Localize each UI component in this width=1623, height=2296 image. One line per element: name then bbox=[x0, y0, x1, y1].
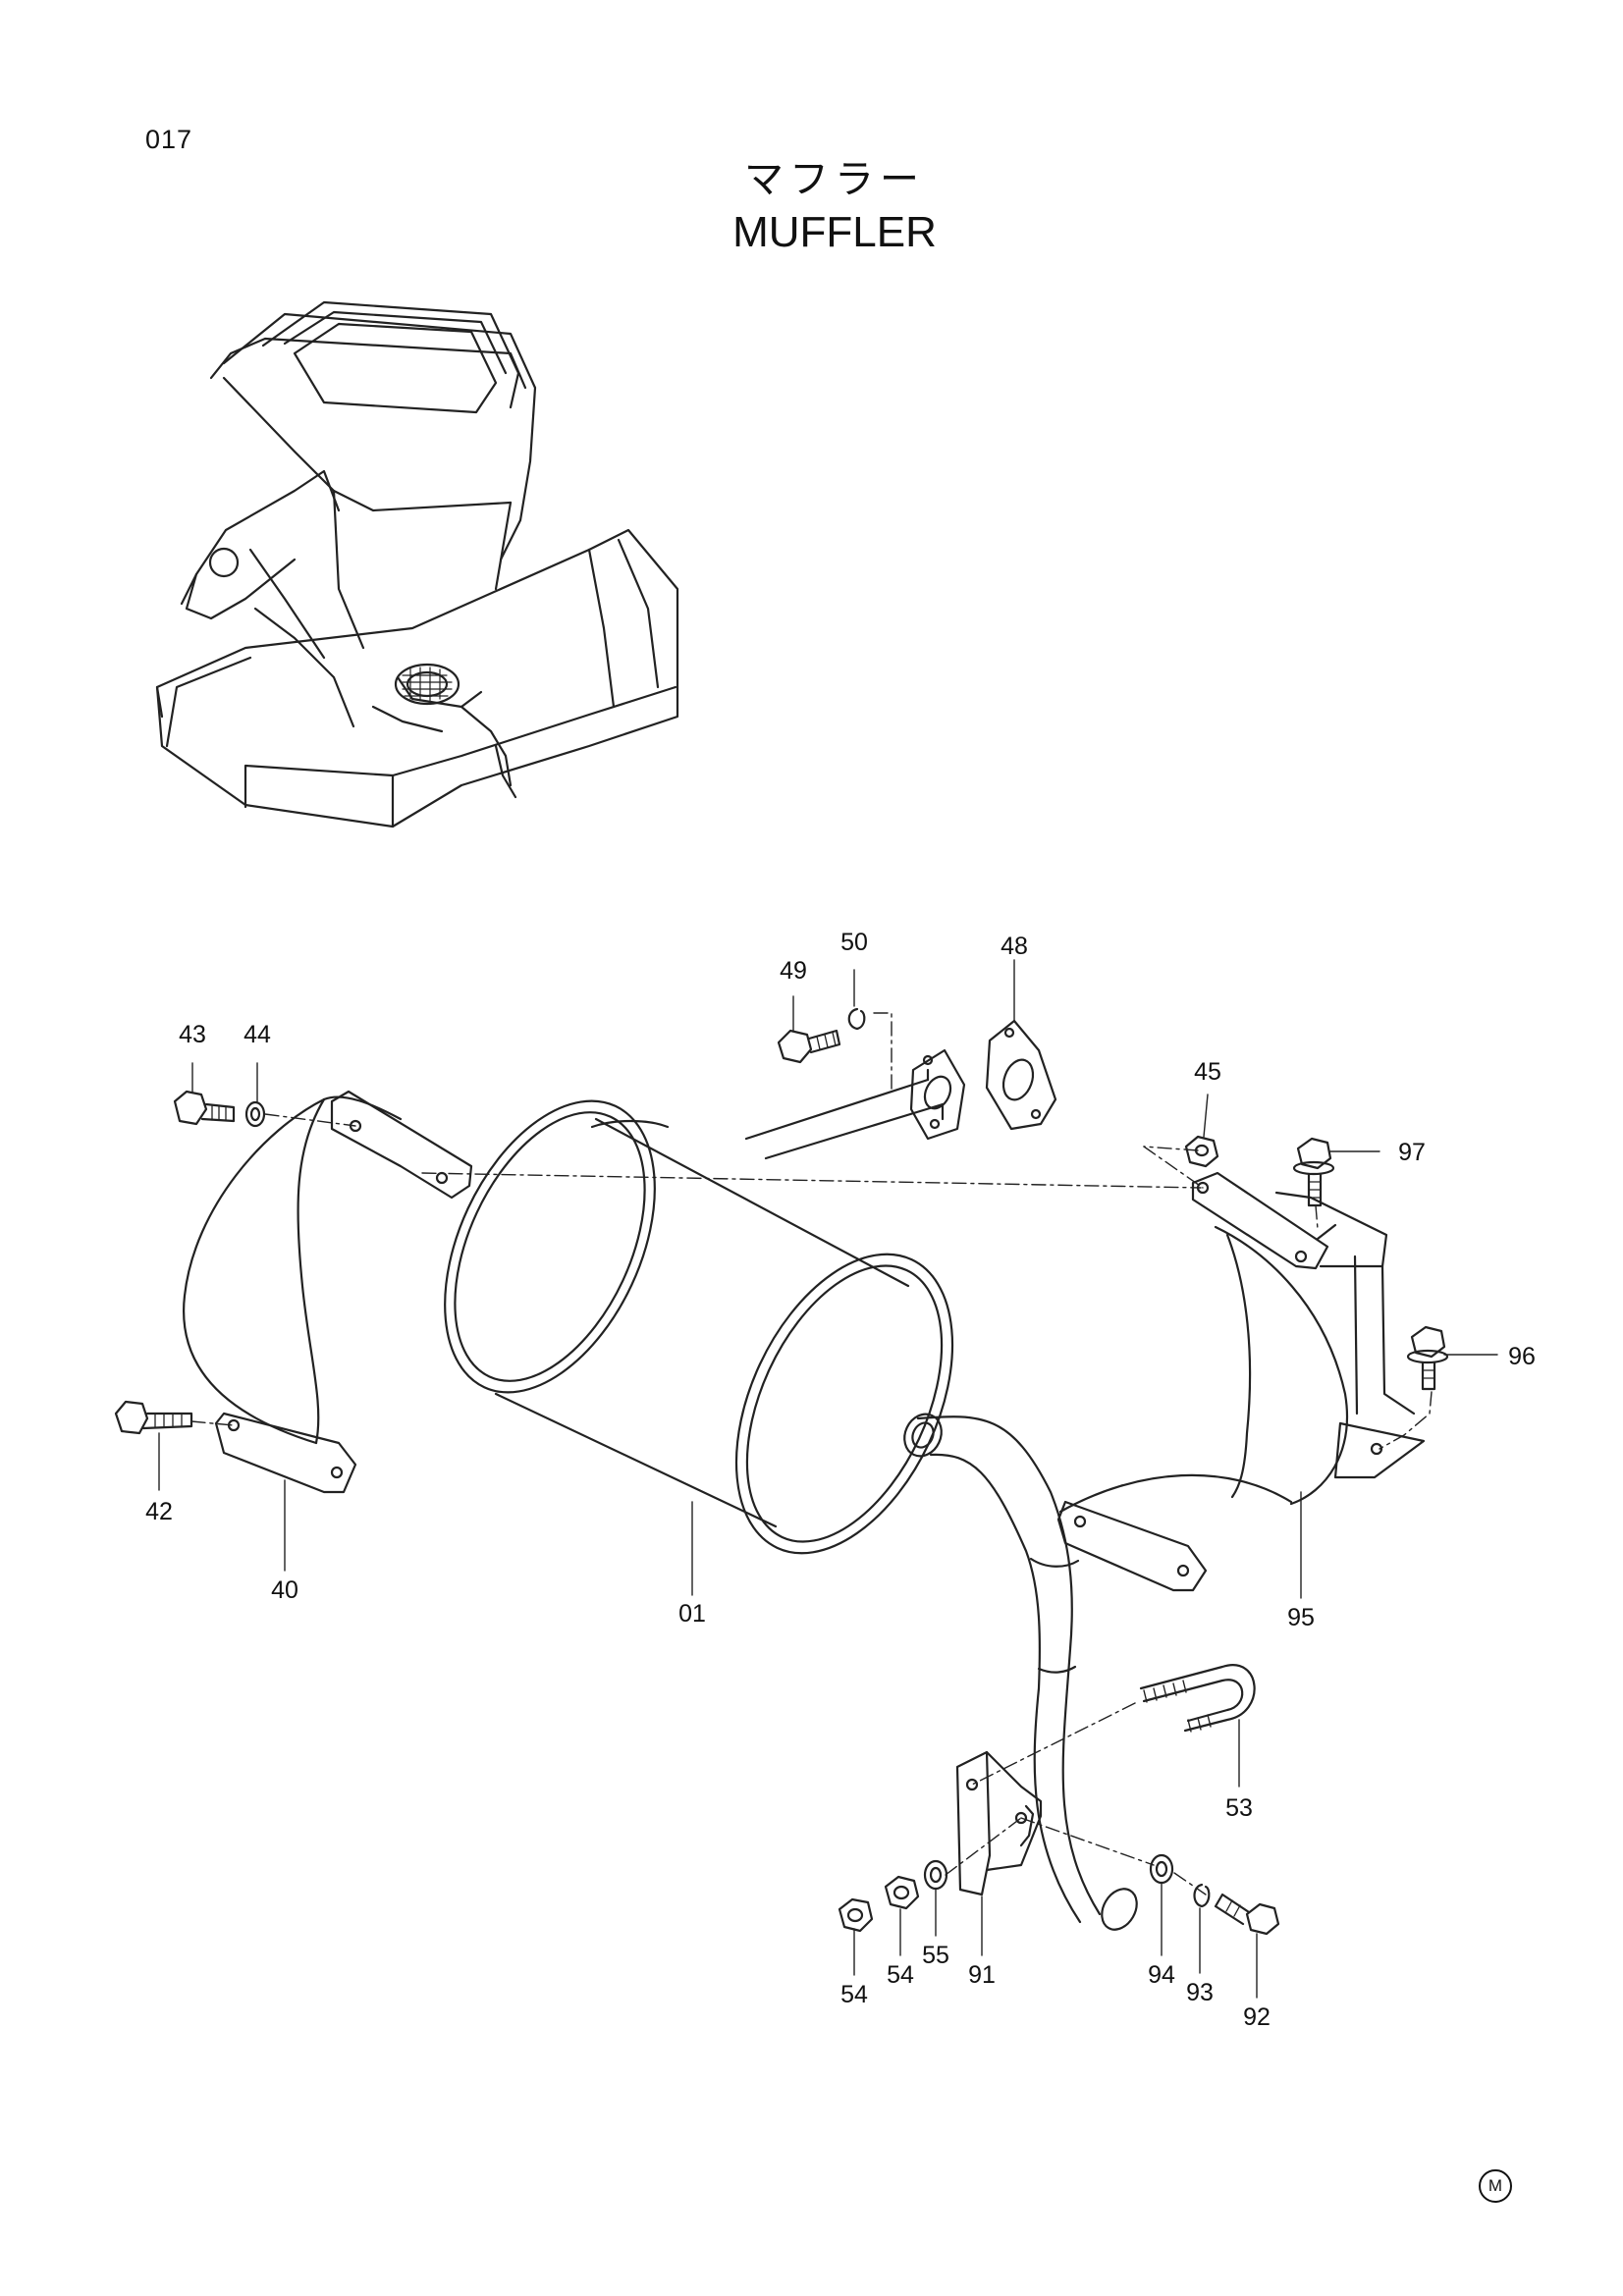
callout-94: 94 bbox=[1148, 1961, 1175, 1989]
callout-95: 95 bbox=[1287, 1604, 1315, 1631]
part-43-bolt bbox=[173, 1090, 236, 1126]
assembly-lines bbox=[190, 1012, 1433, 1896]
part-91-bracket bbox=[955, 1750, 1043, 1896]
callout-49: 49 bbox=[780, 957, 807, 985]
inlet-pipe-and-flange bbox=[744, 1019, 1057, 1160]
page-number: 017 bbox=[145, 125, 193, 154]
manufacturer-mark: M bbox=[1479, 2169, 1512, 2203]
title-japanese: マフラー bbox=[744, 157, 925, 202]
callout-42: 42 bbox=[145, 1498, 173, 1525]
part-40-left-cover bbox=[183, 1090, 473, 1494]
part-95-right-cover bbox=[1056, 1171, 1426, 1592]
part-01-muffler-body bbox=[444, 1099, 954, 1555]
callout-01: 01 bbox=[678, 1600, 706, 1628]
part-45-nut bbox=[1184, 1135, 1219, 1168]
machine-overview-sketch bbox=[155, 300, 679, 828]
part-55-washer bbox=[923, 1859, 948, 1891]
part-42-bolt bbox=[114, 1400, 193, 1435]
callout-43: 43 bbox=[179, 1021, 206, 1048]
part-53-u-bolt bbox=[1139, 1664, 1256, 1733]
callout-54-right: 54 bbox=[887, 1961, 914, 1989]
part-96-flange-bolt bbox=[1406, 1325, 1449, 1391]
part-49-bolt bbox=[777, 1029, 841, 1064]
part-92-bolt bbox=[1214, 1893, 1280, 1936]
callout-44: 44 bbox=[243, 1021, 271, 1048]
callout-48: 48 bbox=[1001, 933, 1028, 960]
callout-45: 45 bbox=[1194, 1058, 1221, 1086]
title-english: MUFFLER bbox=[732, 208, 937, 256]
part-54-nut-a bbox=[838, 1897, 874, 1933]
callout-96: 96 bbox=[1508, 1343, 1536, 1370]
tail-pipe bbox=[916, 1415, 1138, 1931]
callout-93: 93 bbox=[1186, 1979, 1214, 2006]
part-50-lock-washer bbox=[847, 1007, 866, 1031]
callout-53: 53 bbox=[1225, 1794, 1253, 1822]
callout-97: 97 bbox=[1398, 1139, 1426, 1166]
callout-54-left: 54 bbox=[840, 1981, 868, 2008]
callout-50: 50 bbox=[840, 929, 868, 956]
leader-lines bbox=[158, 959, 1498, 1999]
part-44-washer bbox=[244, 1100, 266, 1128]
callout-55: 55 bbox=[922, 1942, 949, 1969]
callout-92: 92 bbox=[1243, 2003, 1271, 2031]
part-93-lock-washer bbox=[1193, 1883, 1211, 1908]
part-54-nut-b bbox=[884, 1875, 920, 1910]
callout-40: 40 bbox=[271, 1576, 298, 1604]
part-94-washer bbox=[1149, 1853, 1174, 1885]
callout-91: 91 bbox=[968, 1961, 996, 1989]
part-97-flange-bolt bbox=[1292, 1137, 1335, 1207]
